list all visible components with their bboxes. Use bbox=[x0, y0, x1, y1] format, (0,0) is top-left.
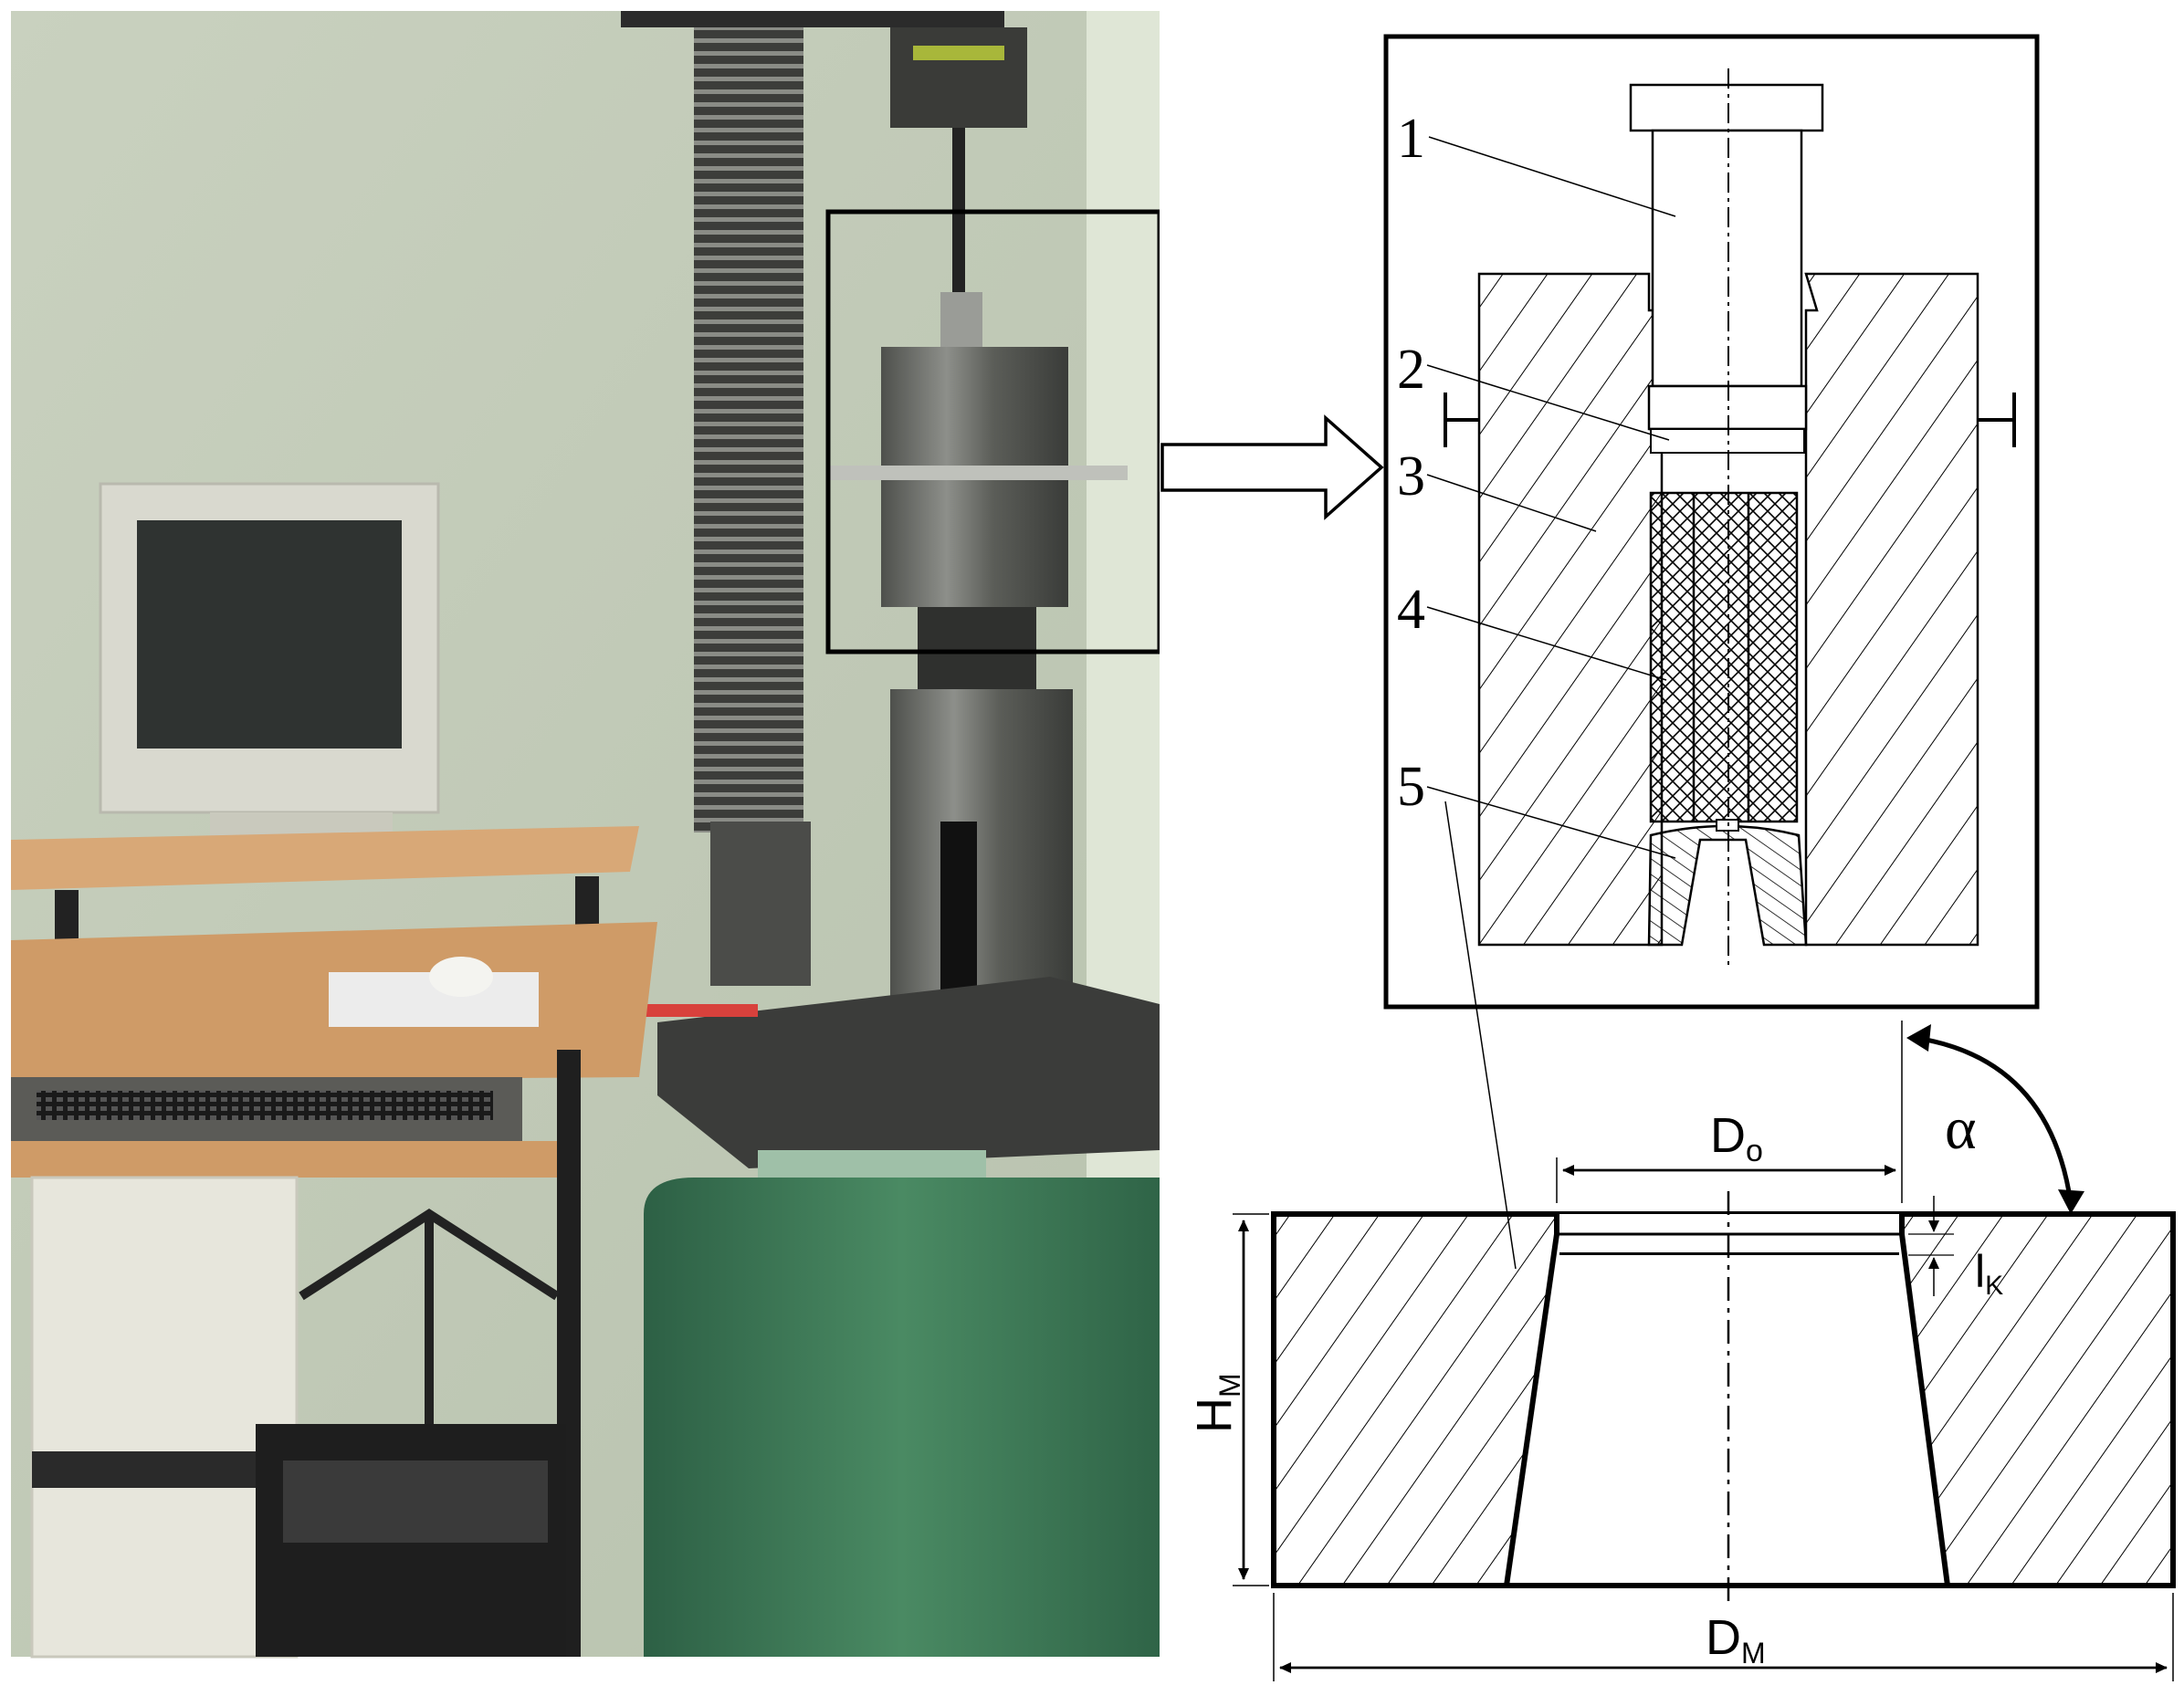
pc-tower-band bbox=[32, 1451, 297, 1488]
leader-2 bbox=[1426, 364, 1670, 441]
leader-3 bbox=[1426, 474, 1597, 532]
do-label: Do bbox=[1710, 1108, 1763, 1168]
keyboard-shelf bbox=[11, 1141, 559, 1178]
platen bbox=[657, 977, 1160, 1168]
leader-1 bbox=[1428, 136, 1676, 217]
punch-head bbox=[1629, 83, 1824, 132]
alpha-arrowhead-left bbox=[1906, 1024, 1931, 1052]
alpha-label: α bbox=[1945, 1095, 1977, 1162]
alpha-arrowhead-bottom bbox=[2058, 1189, 2084, 1214]
leader-5 bbox=[1426, 786, 1676, 859]
matrix-left-body bbox=[1274, 1214, 1557, 1586]
section-frame bbox=[1383, 34, 2040, 1010]
desk-leg-right bbox=[575, 876, 599, 931]
part-label-5: 5 bbox=[1397, 756, 1425, 818]
controller-panel bbox=[283, 1460, 548, 1543]
dm-label: DM bbox=[1706, 1610, 1766, 1670]
tripod bbox=[299, 1209, 560, 1424]
die-support bbox=[918, 607, 1036, 689]
bore-wall-left bbox=[1504, 1233, 1559, 1586]
container-left-wall bbox=[1477, 272, 1664, 947]
crosshead bbox=[621, 11, 1004, 27]
rod bbox=[952, 128, 965, 301]
powder-charge bbox=[1649, 491, 1799, 823]
pc-tower bbox=[30, 1176, 299, 1659]
screw-column bbox=[694, 11, 803, 832]
red-marker bbox=[630, 1004, 758, 1017]
cut-mark-left bbox=[1444, 393, 1479, 447]
screw-nut bbox=[710, 822, 811, 986]
press-photo bbox=[11, 11, 1162, 1659]
hm-label: HM bbox=[1187, 1373, 1246, 1433]
leader-4 bbox=[1426, 606, 1667, 681]
bore-wall-right bbox=[1899, 1233, 1950, 1586]
part-label-2: 2 bbox=[1397, 339, 1425, 401]
leader-5-detail bbox=[1444, 801, 1517, 1270]
matrix-detail-drawing: Do DM HM lK α bbox=[1187, 1021, 2176, 1681]
punch-nut bbox=[940, 292, 982, 347]
part-label-4: 4 bbox=[1397, 579, 1425, 641]
matrix bbox=[1647, 824, 1808, 947]
monitor-screen bbox=[137, 520, 402, 749]
mouse bbox=[429, 957, 493, 997]
keyboard bbox=[37, 1091, 493, 1120]
green-base bbox=[644, 1178, 1160, 1657]
die-cross-section: 1 2 3 4 5 bbox=[1383, 34, 2040, 1270]
load-cell-ring bbox=[913, 46, 1004, 60]
punch-stem bbox=[1651, 129, 1803, 388]
block-arrow bbox=[1160, 414, 1384, 520]
die-handle bbox=[826, 466, 1128, 480]
lk-label: lK bbox=[1975, 1246, 2003, 1301]
container-right-wall bbox=[1804, 272, 1979, 947]
part-label-1: 1 bbox=[1397, 108, 1425, 170]
cut-mark-right bbox=[1978, 393, 2016, 447]
matrix-right-body bbox=[1899, 1214, 2173, 1586]
alpha-arc bbox=[1915, 1035, 2074, 1204]
conical-bore bbox=[1507, 1255, 1948, 1586]
desk-upper-shelf bbox=[11, 826, 639, 890]
load-cell bbox=[890, 27, 1027, 128]
part-label-3: 3 bbox=[1397, 445, 1425, 508]
